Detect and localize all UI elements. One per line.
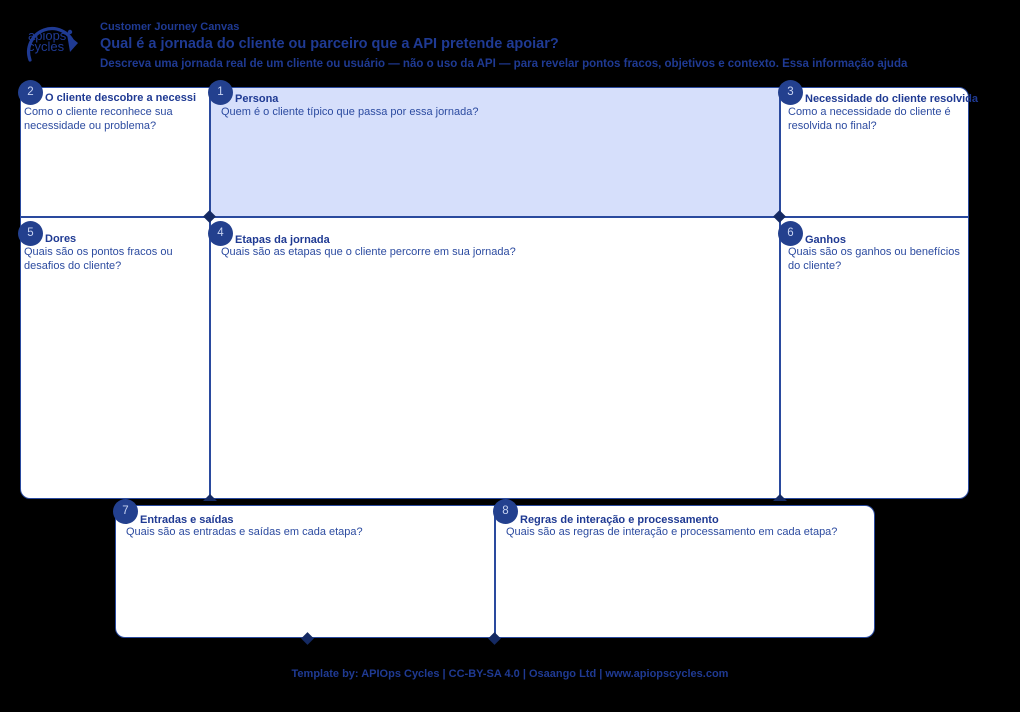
page-header: apiops cycles Customer Journey Canvas Qu… <box>0 0 1020 78</box>
card-5-dores[interactable] <box>20 217 210 499</box>
card-5-number-badge: 5 <box>18 221 43 246</box>
card-2-body: Como o cliente reconhece sua necessidade… <box>24 106 173 132</box>
connector-triangle-card-7 <box>203 494 217 501</box>
card-3-necessidade-resolvida[interactable] <box>780 87 969 217</box>
svg-text:cycles: cycles <box>28 39 65 54</box>
apiops-cycles-circular-arrow-icon: apiops cycles <box>26 27 78 62</box>
card-4-number-badge: 4 <box>208 221 233 246</box>
card-1-persona[interactable] <box>210 87 780 217</box>
card-1-title: Persona <box>235 93 279 105</box>
connector-triangle-card-8 <box>773 494 787 501</box>
card-6-body: Quais são os ganhos ou benefícios do cli… <box>788 246 960 272</box>
apiops-cycles-logo: apiops cycles <box>12 10 94 72</box>
card-1-number-badge: 1 <box>208 80 233 105</box>
card-8-title: Regras de interação e processamento <box>520 514 719 526</box>
card-6-ganhos[interactable] <box>780 217 969 499</box>
card-7-body: Quais são as entradas e saídas em cada e… <box>126 526 363 538</box>
card-8-number-badge: 8 <box>493 499 518 524</box>
card-6-number-badge: 6 <box>778 221 803 246</box>
canvas-subtitle: Customer Journey Canvas <box>100 21 240 33</box>
header-text-block: Customer Journey Canvas Qual é a jornada… <box>100 20 1020 73</box>
canvas-title: Qual é a jornada do cliente ou parceiro … <box>100 36 559 52</box>
card-7-title: Entradas e saídas <box>140 514 234 526</box>
card-7-number-badge: 7 <box>113 499 138 524</box>
card-4-etapas-da-jornada[interactable] <box>210 217 780 499</box>
card-8-body: Quais são as regras de interação e proce… <box>506 526 838 538</box>
card-1-body: Quem é o cliente típico que passa por es… <box>221 106 479 118</box>
card-2-cliente-descobre-necessidade[interactable] <box>20 87 210 217</box>
card-4-body: Quais são as etapas que o cliente percor… <box>221 246 516 258</box>
card-2-title: O cliente descobre a necessi <box>45 92 197 104</box>
footer-attribution: Template by: APIOps Cycles | CC-BY-SA 4.… <box>291 668 729 680</box>
card-5-title: Dores <box>45 233 77 245</box>
card-3-number-badge: 3 <box>778 80 803 105</box>
card-6-title: Ganhos <box>805 234 846 246</box>
card-3-body: Como a necessidade do cliente é resolvid… <box>788 106 951 132</box>
card-2-number-badge: 2 <box>18 80 43 105</box>
card-4-title: Etapas da jornada <box>235 234 330 246</box>
card-3-title: Necessidade do cliente resolvida <box>805 93 979 105</box>
card-5-body: Quais são os pontos fracos ou desafios d… <box>24 246 173 272</box>
card-7-entradas-e-saidas[interactable] <box>115 505 495 638</box>
svg-text:apiops: apiops <box>28 28 67 43</box>
canvas-description: Descreva uma jornada real de um cliente … <box>100 58 908 70</box>
card-8-regras-interacao-processamento[interactable] <box>495 505 875 638</box>
